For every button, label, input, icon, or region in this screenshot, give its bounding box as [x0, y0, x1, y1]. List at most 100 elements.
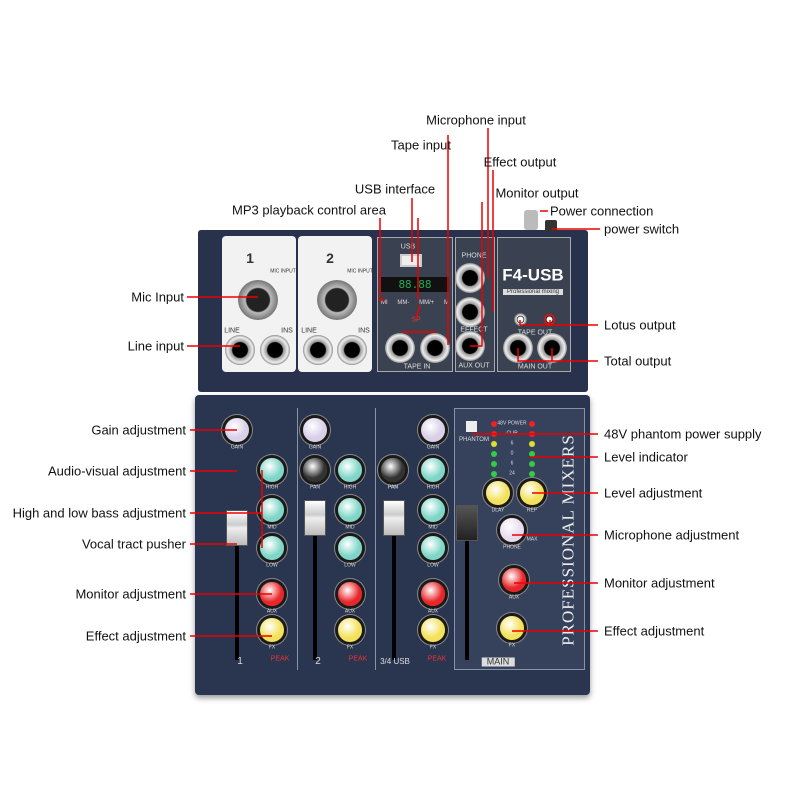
- channel-1-number: 1: [246, 250, 254, 266]
- level-led: [491, 421, 497, 427]
- ins-label: INS: [358, 327, 370, 335]
- divider: [297, 408, 298, 670]
- led-label: 0: [510, 450, 514, 457]
- xlr-mic-input-2[interactable]: [317, 280, 357, 320]
- callout-power-connection: Power connection: [550, 203, 654, 219]
- usb-port[interactable]: [400, 254, 422, 267]
- eq-high-knob[interactable]: [260, 458, 284, 482]
- callout-mic-input: Mic Input: [131, 289, 184, 305]
- level-led: [529, 461, 535, 467]
- aux-out-label: AUX OUT: [458, 362, 490, 370]
- level-led: [491, 451, 497, 457]
- callout-gain: Gain adjustment: [91, 422, 186, 438]
- level-led: [491, 471, 497, 477]
- fader-2[interactable]: [304, 500, 326, 536]
- eq-low-label: LOW: [344, 562, 356, 569]
- eq-low-knob[interactable]: [338, 536, 362, 560]
- phone-label: PHONE: [461, 252, 487, 260]
- eq-mid-label: MID: [345, 524, 355, 531]
- fader-main[interactable]: [456, 505, 478, 541]
- mp3-display: 88.88: [381, 277, 449, 292]
- eq-mid-label: MID: [267, 524, 277, 531]
- line-input-jack-1[interactable]: [225, 335, 255, 365]
- pan-knob[interactable]: [381, 458, 405, 482]
- level-led: [529, 471, 535, 477]
- led-label: 48V POWER: [497, 420, 527, 427]
- mp3-button-label[interactable]: MM/+: [419, 300, 435, 306]
- aux-knob[interactable]: [338, 582, 362, 606]
- usb-label: USB: [400, 243, 416, 251]
- ins-jack-2[interactable]: [337, 335, 367, 365]
- aux-knob[interactable]: [421, 582, 445, 606]
- fader-track-main: [465, 510, 469, 660]
- aux-label: AUX: [266, 608, 278, 615]
- level-led: [529, 421, 535, 427]
- eq-mid-knob[interactable]: [260, 498, 284, 522]
- channel-3-4-footer: 3/4 USB: [380, 657, 410, 666]
- tape-in-jack-r[interactable]: [420, 333, 450, 363]
- rca-lotus-red[interactable]: [543, 313, 556, 326]
- rca-lotus-white[interactable]: [514, 313, 527, 326]
- phone-jack[interactable]: [455, 263, 485, 293]
- delay-knob[interactable]: [486, 481, 510, 505]
- phone-label: PHONE: [503, 544, 521, 551]
- master-aux-knob[interactable]: [502, 568, 526, 592]
- aux-label: AUX: [427, 608, 439, 615]
- callout-eq: High and low bass adjustment: [12, 505, 186, 521]
- mp3-button-label[interactable]: M: [444, 300, 449, 306]
- peak-label: PEAK: [270, 655, 290, 663]
- channel-2-footer: 2: [315, 656, 321, 667]
- fx-knob[interactable]: [260, 618, 284, 642]
- ins-jack-1[interactable]: [260, 335, 290, 365]
- eq-mid-knob[interactable]: [421, 498, 445, 522]
- xlr-mic-input-1[interactable]: [238, 280, 278, 320]
- gain-label: GAIN: [426, 444, 440, 451]
- effect-jack[interactable]: [455, 297, 485, 327]
- eq-high-label: HIGH: [265, 484, 279, 491]
- callout-usb-interface: USB interface: [354, 181, 436, 197]
- tape-in-jack-l[interactable]: [385, 333, 415, 363]
- gain-knob[interactable]: [303, 418, 327, 442]
- eq-low-knob[interactable]: [421, 536, 445, 560]
- master-fx-label: FX: [508, 642, 516, 649]
- fader-3-4[interactable]: [383, 500, 405, 536]
- main-label: MAIN: [481, 657, 515, 667]
- eq-mid-knob[interactable]: [338, 498, 362, 522]
- tape-in-label: TAPE IN: [403, 363, 431, 371]
- eq-low-knob[interactable]: [260, 536, 284, 560]
- fx-label: FX: [346, 644, 354, 651]
- peak-label: PEAK: [348, 655, 368, 663]
- gain-knob[interactable]: [421, 418, 445, 442]
- callout-line-input: Line input: [127, 338, 184, 354]
- main-out-label: MAIN OUT: [517, 363, 553, 371]
- gain-label: GAIN: [308, 444, 322, 451]
- callout-tape-input: Tape input: [391, 137, 451, 153]
- led-label: 24: [509, 470, 515, 477]
- eq-high-knob[interactable]: [421, 458, 445, 482]
- led-label: 6: [510, 440, 514, 447]
- fx-knob[interactable]: [338, 618, 362, 642]
- power-connector[interactable]: [524, 210, 538, 230]
- callout-effect-left: Effect adjustment: [85, 628, 186, 644]
- divider: [375, 408, 376, 670]
- mp3-button-label[interactable]: MI: [381, 300, 388, 306]
- phone-knob[interactable]: [500, 518, 524, 542]
- callout-level-indicator: Level indicator: [604, 449, 688, 465]
- mp3-buttons: MI MM- MM/+ M: [381, 300, 449, 306]
- mic-input-label: MIC INPUT: [347, 268, 373, 275]
- level-led: [491, 461, 497, 467]
- fx-knob[interactable]: [421, 618, 445, 642]
- peak-label: PEAK: [427, 655, 447, 663]
- mp3-button-label[interactable]: MM-: [397, 300, 410, 306]
- fader-1[interactable]: [226, 510, 248, 546]
- fx-label: FX: [268, 644, 276, 651]
- eq-high-knob[interactable]: [338, 458, 362, 482]
- callout-total-output: Total output: [604, 353, 672, 369]
- model-name: F4-USB: [502, 265, 564, 285]
- master-fx-knob[interactable]: [500, 616, 524, 640]
- pan-knob[interactable]: [303, 458, 327, 482]
- phantom-switch[interactable]: [466, 421, 477, 432]
- line-input-jack-2[interactable]: [303, 335, 333, 365]
- level-led: [529, 451, 535, 457]
- max-label: MAX: [526, 536, 538, 543]
